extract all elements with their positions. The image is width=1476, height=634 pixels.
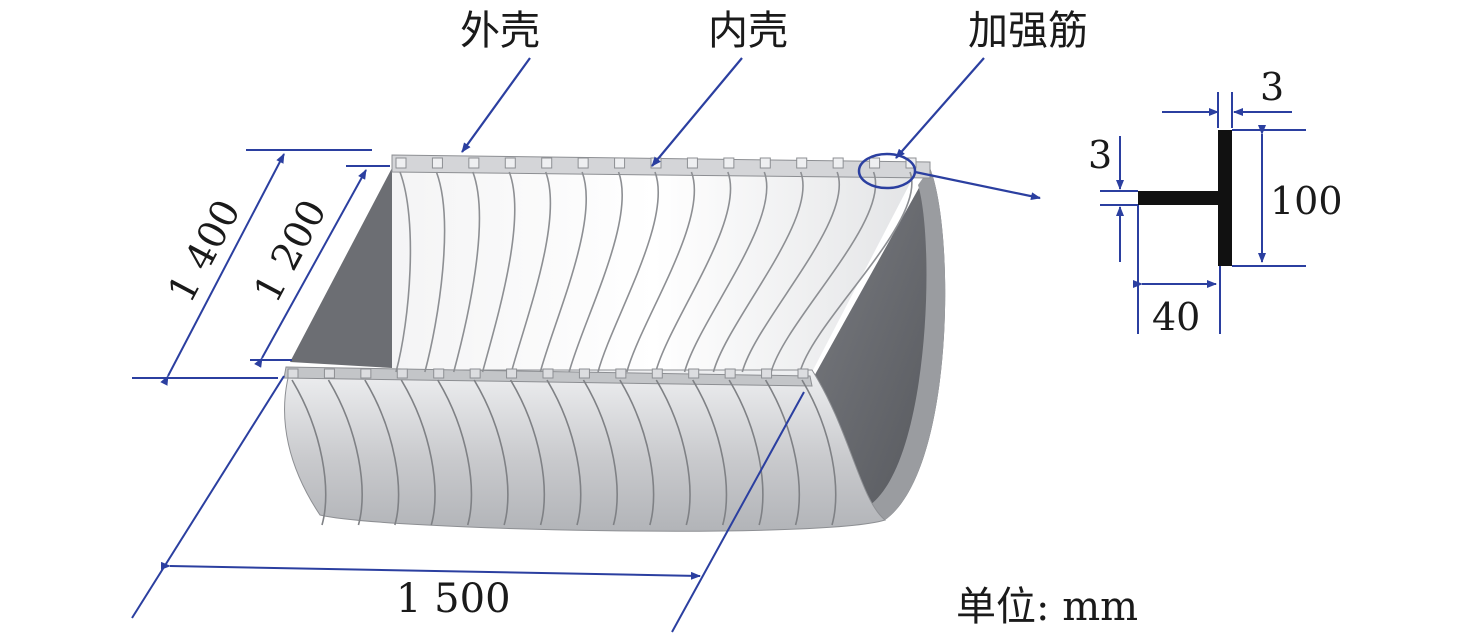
inner-rib [626,171,696,373]
rib-notch-top [431,157,443,169]
rib-notch-bottom [506,368,518,379]
rib-notch-top [796,157,808,169]
inner-rib [510,171,552,373]
outer-rib [546,379,582,526]
rib-notch-bottom [396,368,408,379]
dim-flange-width: 40 [1152,295,1200,339]
inner-rib [654,171,732,373]
dim-flange-thickness: 3 [1088,133,1112,177]
rib-notch-top [723,157,735,169]
inner-rib [741,171,840,373]
outer-rib [473,379,509,526]
unit-label: 单位: mm [956,584,1138,630]
outer-rib [655,379,691,526]
rib-notch-bottom [287,368,299,379]
detail-pointer-arrow [914,170,1041,201]
rib-notch-bottom [615,368,627,379]
rib-notch-bottom [651,368,663,379]
outer-shell-body [284,369,887,532]
labels: 外壳 内壳 加强筋 [460,8,1088,201]
leader-stiffener [895,57,985,159]
rib-notch-top [614,157,626,169]
stiffener-highlight-circle [857,152,917,190]
rib-notch-bottom [542,368,554,379]
rib-notch-bottom [797,368,809,379]
inner-rib [712,171,804,373]
rib-notch-bottom [578,368,590,379]
dimension-lines [131,149,805,633]
label-outer-shell: 外壳 [460,8,540,54]
dim-line-length [160,561,701,580]
rib-notch-top [577,157,589,169]
rib-notch-top [468,157,480,169]
inner-rib [481,171,516,373]
rib-notch-bottom [433,368,445,379]
dim-length: 1 500 [396,576,511,622]
inner-rib [395,171,412,373]
end-cap-ring [870,168,946,520]
section-web [1218,130,1232,266]
stiffener-section-detail: 3 3 100 40 [1088,65,1343,339]
rib-notch-bottom [469,368,481,379]
dim-web-height: 100 [1270,179,1343,223]
rib-notch-top [869,157,881,169]
rib-notch-bottom [761,368,773,379]
outer-rib [291,379,327,526]
rib-notch-bottom [323,368,335,379]
outer-rib [437,379,473,526]
dim-line-inner-diameter [254,169,367,368]
outer-rib [582,379,618,526]
outer-rib [728,379,764,526]
rib-notch-bottom [724,368,736,379]
stiffener-rings [287,157,917,526]
rib-notch-top [832,157,844,169]
leader-outer-shell [461,57,531,153]
outer-rib [509,379,546,526]
cylinder-model [283,154,946,532]
inner-rib [770,171,877,373]
rib-notch-bottom [688,368,700,379]
rib-notch-top [504,157,516,169]
inner-rib [597,171,660,373]
outer-rib [692,379,728,526]
outer-rib [764,379,801,526]
label-stiffener: 加强筋 [968,8,1088,54]
rib-notch-top [686,157,698,169]
inner-rib [539,171,587,373]
inner-rib [799,171,913,373]
section-flange [1138,191,1220,205]
inner-rib [568,171,624,373]
outer-rib [364,379,400,526]
dim-web-thickness: 3 [1260,65,1284,109]
rib-notch-top [541,157,553,169]
dim-outer-diameter: 1 400 [159,193,249,310]
rib-notch-bottom [360,368,372,379]
inner-rib [683,171,768,373]
inner-rib [424,171,446,373]
outer-rib [327,379,363,526]
leader-inner-shell [651,57,743,167]
label-inner-shell: 内壳 [708,8,788,54]
rib-notch-top [395,157,407,169]
inner-shell-surface [392,168,918,372]
outer-rib [801,379,837,526]
rib-notch-top [759,157,771,169]
outer-rib [400,379,436,526]
outer-rib [619,379,655,526]
inner-rib [452,171,481,373]
